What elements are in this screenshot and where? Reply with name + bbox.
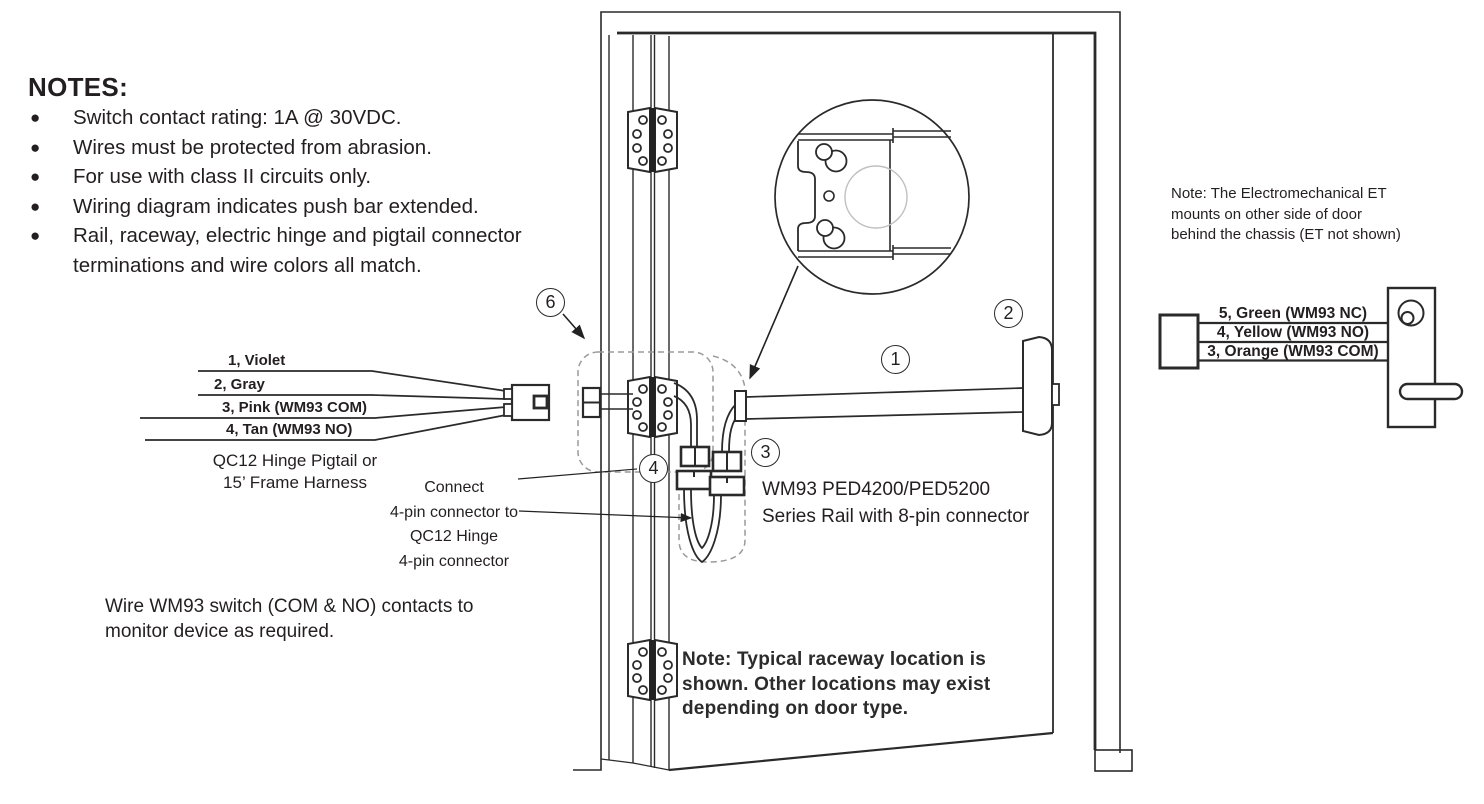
et-connector-block [1158,313,1200,370]
pigtail-wire-label-3: 3, Pink (WM93 COM) [222,399,368,416]
et-wires [1198,321,1388,362]
bullet-icon: ● [30,226,41,245]
note-item: ●Wires must be protected from abrasion. [22,133,552,163]
note-item: ●Wiring diagram indicates push bar exten… [22,192,552,222]
et-wire-label-5: 5, Green (WM93 NC) [1218,305,1368,322]
note-item: ●For use with class II circuits only. [22,162,552,192]
hinge-middle [627,375,678,439]
callout6-arrow [562,313,586,340]
hinge-top [627,106,678,174]
raceway-wires [673,382,742,564]
bullet-icon: ● [30,108,41,127]
lever-handle-icon [1398,382,1464,401]
hinge-bottom [627,638,678,702]
detail-arrow [749,265,799,380]
callout-6: 6 [536,288,565,317]
note-item: ●Switch contact rating: 1A @ 30VDC. [22,103,552,133]
monitor-note: Wire WM93 switch (COM & NO) contacts to … [105,596,474,642]
pigtail-wire-label-2: 2, Gray [214,376,265,393]
connect-leader-arrow [518,510,693,523]
cylinder-icon [1397,299,1425,327]
pigtail-4pin-connector [503,383,551,422]
raceway-connectors [675,445,746,497]
hinge-harness-connector [581,386,633,419]
door-frame [573,11,1133,772]
pigtail-wires [140,370,507,441]
bullet-icon: ● [30,137,41,157]
et-wire-label-3: 3, Orange (WM93 COM) [1207,342,1379,360]
callout-3: 3 [751,438,780,467]
et-wire-label-4: 4, Yellow (WM93 NO) [1216,324,1370,341]
door-raceway-note: Note: Typical raceway location is shown.… [682,649,991,719]
magnifier-detail [774,99,970,295]
pigtail-caption: QC12 Hinge Pigtail or 15’ Frame Harness [212,451,378,492]
et-lock-body [1386,286,1464,429]
callout-1: 1 [881,345,910,374]
connect-note: Connect 4-pin connector to QC12 Hinge 4-… [389,479,519,570]
bullet-icon: ● [30,196,41,216]
pigtail-wire-label-4: 4, Tan (WM93 NO) [226,421,353,438]
rail-label: WM93 PED4200/PED5200 Series Rail with 8-… [762,479,1030,527]
rail-pushbar [734,387,1024,422]
rail-chassis [1022,335,1060,437]
callout4-leader [517,468,638,480]
notes-list: ●Switch contact rating: 1A @ 30VDC. ●Wir… [22,103,552,280]
notes-title: NOTES: [28,72,129,102]
note-item: ●Rail, raceway, electric hinge and pigta… [22,221,552,280]
callout-2: 2 [994,299,1023,328]
et-note: Note: The Electromechanical ET mounts on… [1171,185,1401,243]
bullet-icon: ● [30,167,41,186]
raceway-dashed-outline [678,355,746,563]
callout-4: 4 [639,454,668,483]
pigtail-wire-label-1: 1, Violet [228,352,286,369]
